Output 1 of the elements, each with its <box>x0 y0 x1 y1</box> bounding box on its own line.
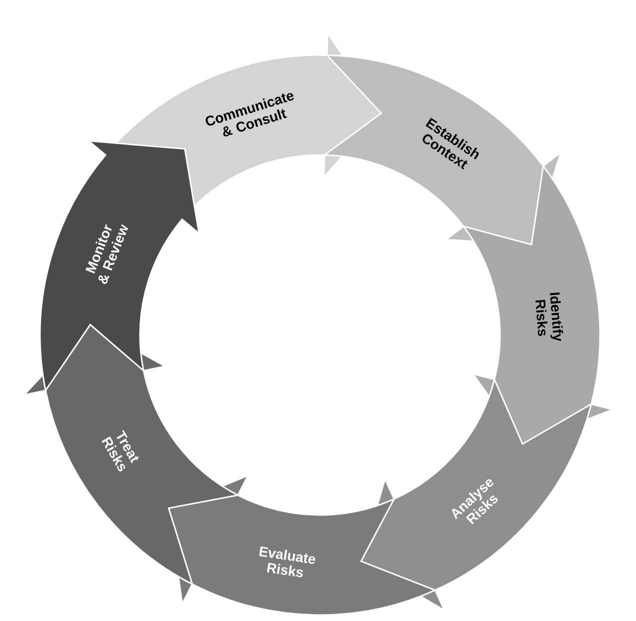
arrow-segment: Evaluate Risks <box>168 474 436 616</box>
